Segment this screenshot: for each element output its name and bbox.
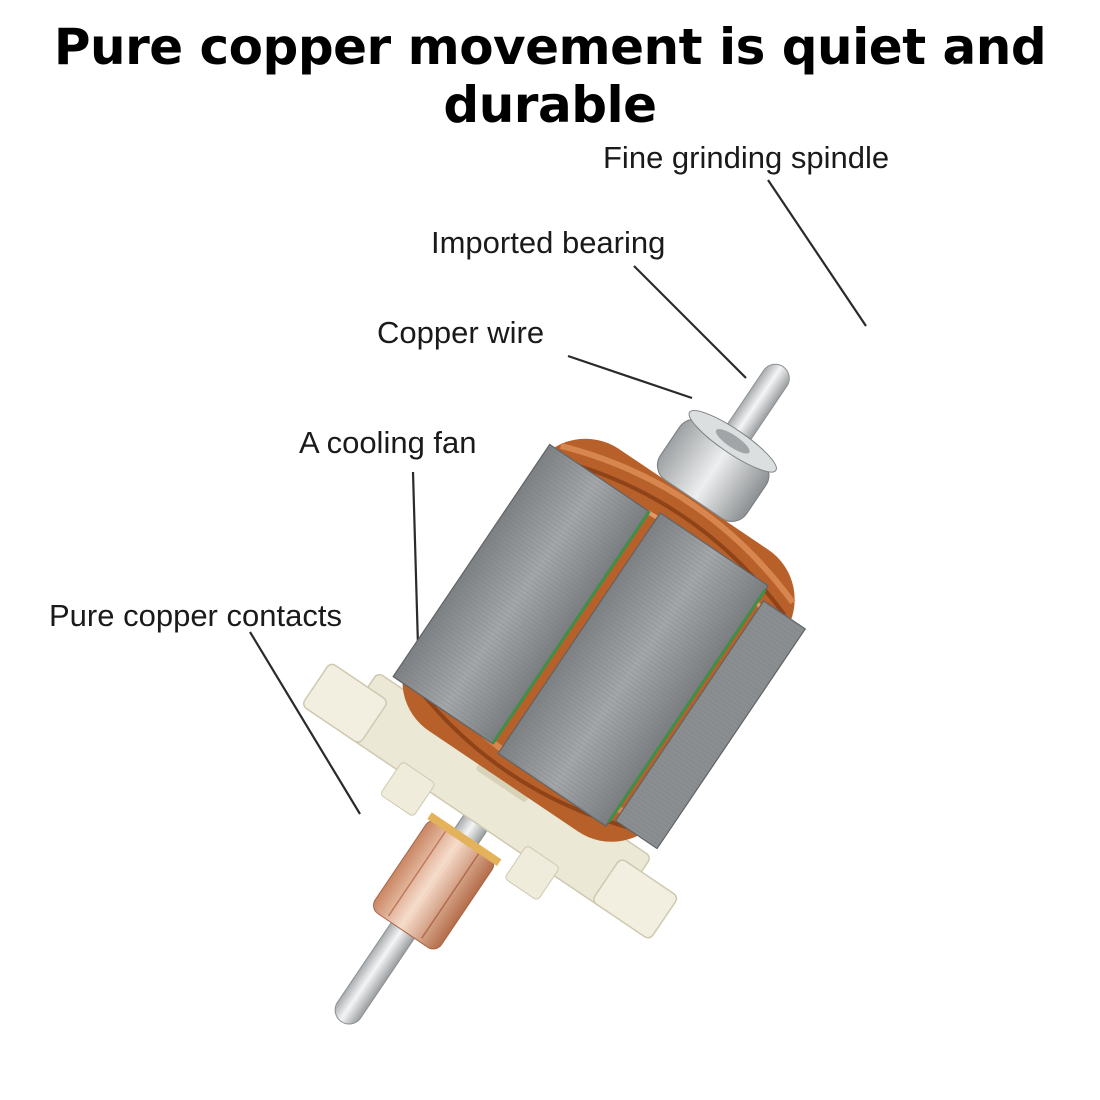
cooling-fan: [303, 663, 678, 939]
leader-line-contacts: [249, 631, 361, 815]
armature: [303, 363, 807, 1025]
leader-line-fan: [411, 471, 420, 647]
leader-lines: [249, 179, 867, 815]
commutator: [373, 812, 502, 950]
callout-imported-bearing: Imported bearing: [431, 225, 666, 260]
callout-pure-copper-contacts: Pure copper contacts: [49, 598, 342, 633]
callout-fine-grinding-spindle: Fine grinding spindle: [603, 140, 890, 175]
callout-cooling-fan: A cooling fan: [299, 425, 477, 460]
page-title: Pure copper movement is quiet and durabl…: [53, 18, 1047, 134]
leader-line-spindle: [767, 179, 867, 327]
callout-copper-wire: Copper wire: [377, 315, 545, 350]
leader-line-wire: [567, 354, 693, 400]
bearing: [656, 410, 777, 523]
steel-core: [392, 443, 807, 850]
leader-line-bearing: [633, 265, 747, 379]
